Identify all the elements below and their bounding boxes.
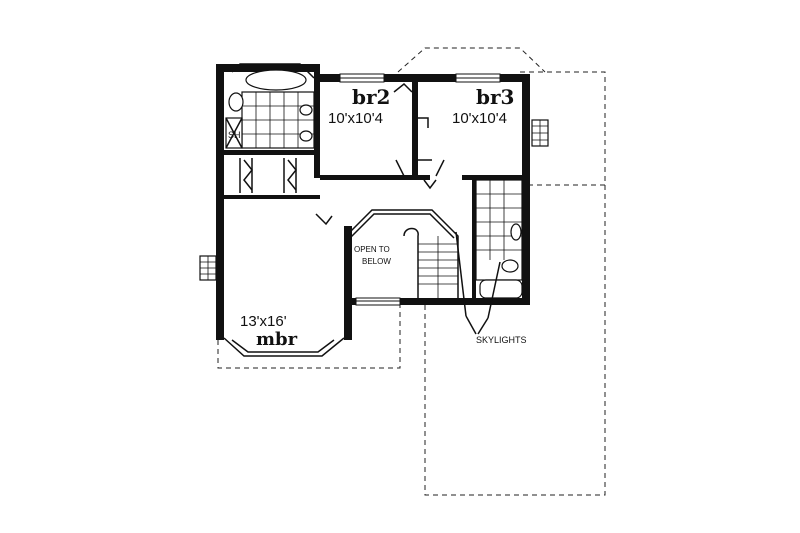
shower-label: SH: [228, 130, 241, 140]
wall-mbr-right: [344, 226, 352, 340]
br2-size: 10'x10'4: [328, 110, 383, 127]
wall-bath-right: [314, 64, 320, 178]
mbr-size: 13'x16': [240, 313, 287, 330]
master-bath: SH: [225, 63, 315, 149]
open-to-below-label-2: BELOW: [362, 257, 391, 266]
bath2-tub: [479, 279, 523, 299]
dashed-outlines: [217, 47, 606, 496]
room-labels: br2 10'x10'4 br3 10'x10'4 13'x16' mbr: [240, 85, 514, 350]
doors: [315, 82, 445, 226]
garage-outline: [424, 185, 606, 496]
wall-right: [522, 74, 530, 305]
mbr-name: mbr: [256, 329, 298, 350]
chimneys: [199, 119, 549, 281]
skylight-pointers: SKYLIGHTS: [455, 231, 527, 345]
br3-size: 10'x10'4: [452, 110, 507, 127]
skylights-label: SKYLIGHTS: [476, 335, 527, 345]
wall-hall-top: [320, 175, 430, 180]
roof-bay-outline: [397, 47, 546, 73]
stair: OPEN TO BELOW: [345, 209, 459, 298]
br3-name: br3: [476, 85, 514, 109]
sink-2: [299, 130, 313, 142]
closets: [239, 158, 297, 193]
wall-closet-bottom: [224, 195, 320, 199]
wall-top-bath: [216, 64, 318, 72]
bath2-sink: [510, 223, 522, 241]
wall-br3-bottom: [462, 175, 530, 180]
windows: [339, 73, 501, 306]
wall-br-divider: [412, 82, 418, 178]
wall-left: [216, 64, 224, 340]
wall-bath-bottom: [224, 150, 320, 155]
open-to-below-label-1: OPEN TO: [354, 245, 390, 254]
lower-floor-outline: [217, 300, 401, 369]
toilet: [228, 92, 244, 112]
bath2-toilet: [501, 259, 519, 273]
bathtub-oval: [245, 69, 307, 91]
wall-bath2-left: [472, 178, 476, 298]
br2-name: br2: [352, 85, 390, 109]
interior-walls: [224, 82, 530, 298]
sink-1: [299, 104, 313, 116]
mbr-bay: [223, 337, 345, 357]
second-bath: [475, 179, 523, 299]
